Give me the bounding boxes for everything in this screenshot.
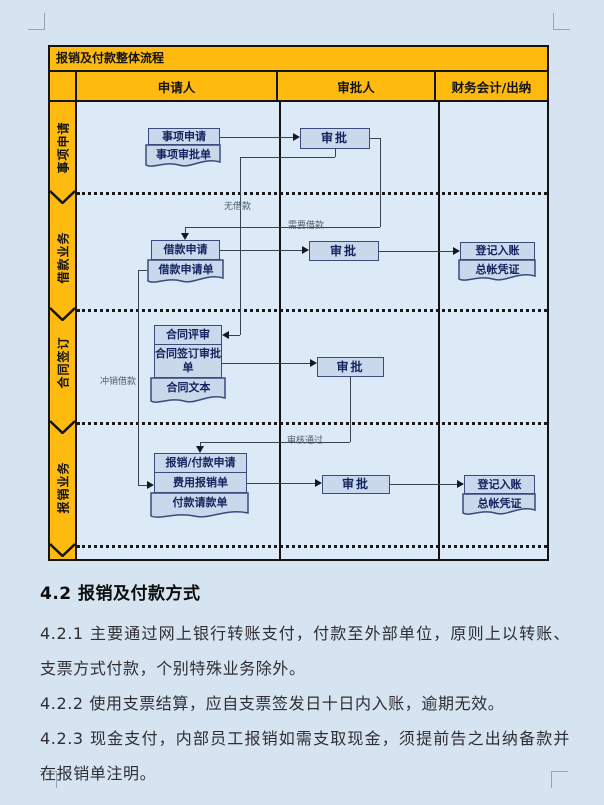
lane-chevron-icon — [50, 190, 75, 204]
lane-chevron-icon — [50, 420, 75, 434]
node-reimburse-apply: 报销/付款申请 — [154, 453, 247, 473]
crop-mark-top-right — [553, 13, 570, 30]
connector-line — [335, 148, 336, 157]
arrowhead — [310, 359, 317, 367]
node-matter-apply: 事项申请 — [148, 128, 220, 145]
connector-line — [185, 227, 380, 228]
edge-label-need-loan: 需要借款 — [288, 221, 325, 231]
flowchart-header-row: 申请人 审批人 财务会计/出纳 — [50, 72, 547, 102]
node-approve-1: 审批 — [300, 128, 370, 149]
node-loan-apply: 借款申请 — [151, 240, 220, 260]
connector-line — [185, 227, 186, 234]
arrowhead — [222, 331, 229, 339]
connector-line — [379, 251, 453, 252]
connector-line — [390, 484, 457, 485]
flowchart-body: 事项申请 借款业务 合同签订 报销业务 — [50, 102, 547, 559]
connector-line — [200, 442, 350, 443]
connector-line — [370, 138, 380, 139]
paragraph-4-2-3: 4.2.3 现金支付，内部员工报销如需支取现金，须提前告之出纳备款并在报销单注明… — [40, 729, 570, 783]
document-shape — [145, 144, 221, 167]
lane-band — [50, 102, 77, 559]
document-shape — [150, 377, 226, 403]
arrowhead — [147, 481, 154, 489]
doc-ledger2-voucher: 总帐凭证 — [462, 493, 537, 518]
arrowhead — [302, 246, 309, 254]
flowchart-title: 报销及付款整体流程 — [50, 47, 547, 72]
edge-label-review-passed: 审核通过 — [287, 436, 324, 446]
section-divider-dashed — [77, 422, 547, 425]
header-approver: 审批人 — [278, 72, 436, 100]
node-expense-form: 费用报销单 — [154, 472, 247, 493]
connector-line — [222, 363, 310, 364]
lane-chevron-icon — [50, 307, 75, 321]
crop-mark-bottom-left — [40, 771, 57, 788]
doc-matter-form: 事项审批单 — [145, 144, 222, 170]
connector-line — [240, 157, 335, 158]
doc-loan-form: 借款申请单 — [147, 259, 225, 286]
node-ledger2-entry: 登记入账 — [464, 475, 535, 494]
document-shape — [458, 259, 536, 281]
arrowhead — [293, 133, 300, 141]
connector-line — [350, 377, 351, 442]
doc-payment-request-form: 付款请款单 — [150, 492, 250, 521]
node-approve-4: 审批 — [322, 475, 390, 494]
node-contract-review: 合同评审 — [154, 325, 222, 345]
connector-line — [380, 138, 381, 227]
column-divider — [279, 102, 281, 559]
lane-reimbursement-business: 报销业务 — [56, 460, 71, 514]
lane-loan-business: 借款业务 — [56, 230, 71, 284]
doc-ledger1-voucher: 总帐凭证 — [458, 259, 537, 284]
doc-contract-text: 合同文本 — [150, 377, 227, 406]
crop-mark-bottom-right — [551, 771, 568, 788]
connector-line — [220, 250, 302, 251]
edge-label-offset-loan: 冲销借款 — [100, 377, 137, 387]
lane-matter-application: 事项申请 — [56, 120, 71, 174]
connector-line — [220, 137, 294, 138]
node-contract-sign-form: 合同签订审批单 — [154, 344, 222, 378]
document-shape — [462, 493, 536, 515]
section-heading: 4.2 报销及付款方式 — [40, 584, 201, 604]
connector-line — [240, 157, 241, 335]
lane-contract-signing: 合同签订 — [56, 335, 71, 389]
edge-label-no-loan: 无借款 — [224, 202, 252, 212]
header-applicant: 申请人 — [76, 72, 279, 100]
arrowhead — [457, 480, 464, 488]
arrowhead — [315, 479, 322, 487]
header-finance-cashier: 财务会计/出纳 — [435, 72, 547, 100]
node-approve-2: 审批 — [309, 241, 379, 261]
paragraph-4-2-2: 4.2.2 使用支票结算，应自支票签发日十日内入账，逾期无效。 — [40, 694, 505, 713]
document-shape — [150, 492, 249, 518]
node-approve-3: 审批 — [317, 357, 384, 377]
arrowhead — [196, 446, 204, 453]
section-divider-dashed — [77, 192, 547, 195]
connector-line — [138, 270, 147, 271]
connector-line — [138, 270, 139, 485]
connector-line — [200, 442, 201, 447]
node-ledger1-entry: 登记入账 — [460, 242, 535, 260]
arrowhead — [181, 233, 189, 240]
paragraph-4-2-1: 4.2.1 主要通过网上银行转账支付，付款至外部单位，原则上以转账、支票方式付款… — [40, 624, 570, 678]
lane-chevron-icon — [50, 543, 75, 557]
crop-mark-top-left — [28, 13, 45, 30]
section-divider-dashed — [77, 545, 547, 548]
section-divider-dashed — [77, 309, 547, 312]
flowchart-table: 报销及付款整体流程 申请人 审批人 财务会计/出纳 事项申请 借款业务 合同签订… — [48, 45, 549, 561]
connector-line — [247, 483, 315, 484]
document-text-section: 4.2 报销及付款方式 4.2.1 主要通过网上银行转账支付，付款至外部单位，原… — [40, 579, 570, 791]
arrowhead — [453, 247, 460, 255]
column-divider — [438, 102, 440, 559]
header-lane-spacer — [50, 72, 77, 100]
connector-line — [138, 485, 147, 486]
document-shape — [147, 259, 224, 283]
connector-line — [229, 335, 240, 336]
